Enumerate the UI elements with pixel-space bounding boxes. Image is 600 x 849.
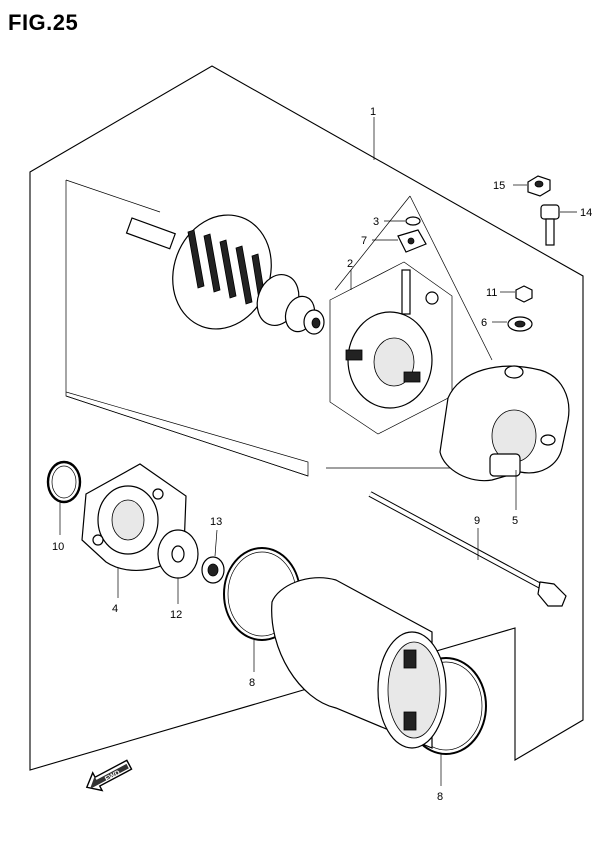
callout-6: 6: [481, 317, 487, 329]
callout-8-rear: 8: [437, 791, 443, 803]
callout-13: 13: [210, 516, 222, 528]
washer-6: [507, 316, 533, 332]
callout-12: 12: [170, 609, 182, 621]
leader-line: [409, 195, 493, 361]
end-cover-housing: [439, 365, 570, 482]
assembly-boundary: [29, 65, 584, 771]
callout-11: 11: [486, 287, 497, 299]
terminal-plate-7: [397, 229, 427, 253]
callout-3: 3: [373, 216, 379, 228]
callout-15: 15: [493, 180, 505, 192]
yoke-motor-case: [271, 577, 447, 749]
o-ring-10: [46, 460, 82, 504]
armature: [125, 214, 325, 335]
callout-10: 10: [52, 541, 64, 553]
callout-5: 5: [512, 515, 518, 527]
leader-lines: [59, 117, 577, 786]
callout-9: 9: [474, 515, 480, 527]
callout-14: 14: [580, 207, 592, 219]
nut-11: [515, 285, 533, 303]
washer-13: [201, 556, 225, 584]
callout-2: 2: [347, 258, 353, 270]
through-bolt: [368, 491, 567, 607]
armature-group-boundary: [65, 180, 309, 477]
callout-7: 7: [361, 235, 367, 247]
nut-15: [527, 175, 551, 197]
bolt-14: [540, 204, 560, 246]
callout-4: 4: [112, 603, 118, 615]
callout-8-front: 8: [249, 677, 255, 689]
callout-1: 1: [370, 106, 376, 118]
shim-washer-12: [157, 529, 199, 579]
brush-holder: [329, 261, 453, 435]
fwd-arrow-icon: FWD: [85, 759, 133, 792]
washer-3: [405, 216, 421, 226]
figure-title: FIG.25: [8, 10, 79, 35]
